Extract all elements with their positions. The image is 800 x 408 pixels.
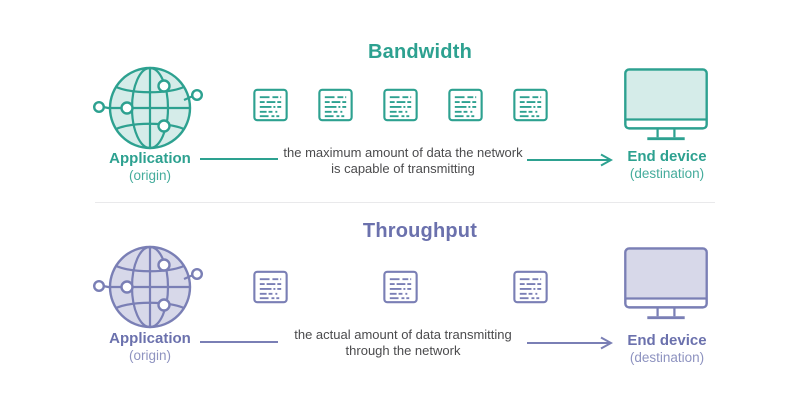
data-packet-icon: [448, 88, 483, 122]
section-title-bandwidth: Bandwidth: [367, 41, 472, 63]
end-device-label-main: End device: [627, 332, 707, 349]
data-packet-icon: [513, 88, 548, 122]
bandwidth-description: the maximum amount of data the network i…: [273, 145, 533, 177]
right-arrow-icon: [527, 334, 613, 352]
section-title-throughput: Throughput: [362, 220, 478, 242]
packet-row: [253, 88, 548, 122]
monitor-icon: [623, 67, 709, 144]
application-label-sub: (origin): [128, 168, 171, 183]
right-arrow-icon: [527, 151, 613, 169]
end-device-label: End device (destination): [605, 148, 729, 182]
end-device-label-sub: (destination): [629, 350, 705, 365]
description-line-2: is capable of transmitting: [331, 161, 475, 176]
data-packet-icon: [253, 88, 288, 122]
end-device-label: End device (destination): [605, 332, 729, 366]
description-line-1: the maximum amount of data the network: [283, 145, 523, 160]
data-packet-icon: [383, 270, 418, 304]
description-line-2: through the network: [345, 343, 461, 358]
end-device-label-main: End device: [627, 148, 707, 165]
throughput-description: the actual amount of data transmitting t…: [273, 327, 533, 359]
data-packet-icon: [318, 88, 353, 122]
packet-row: [253, 270, 548, 304]
application-label-main: Application: [109, 150, 191, 167]
data-packet-icon: [383, 88, 418, 122]
application-label-sub: (origin): [128, 348, 171, 363]
monitor-icon: [623, 246, 709, 323]
application-label-main: Application: [109, 330, 191, 347]
globe-network-icon: [91, 58, 207, 158]
section-divider: [95, 202, 715, 203]
application-label: Application (origin): [88, 330, 212, 364]
application-label: Application (origin): [88, 150, 212, 184]
description-line-1: the actual amount of data transmitting: [294, 327, 512, 342]
globe-network-icon: [91, 237, 207, 337]
data-packet-icon: [253, 270, 288, 304]
connector-line: [200, 158, 278, 160]
connector-line: [200, 341, 278, 343]
end-device-label-sub: (destination): [629, 166, 705, 181]
data-packet-icon: [513, 270, 548, 304]
